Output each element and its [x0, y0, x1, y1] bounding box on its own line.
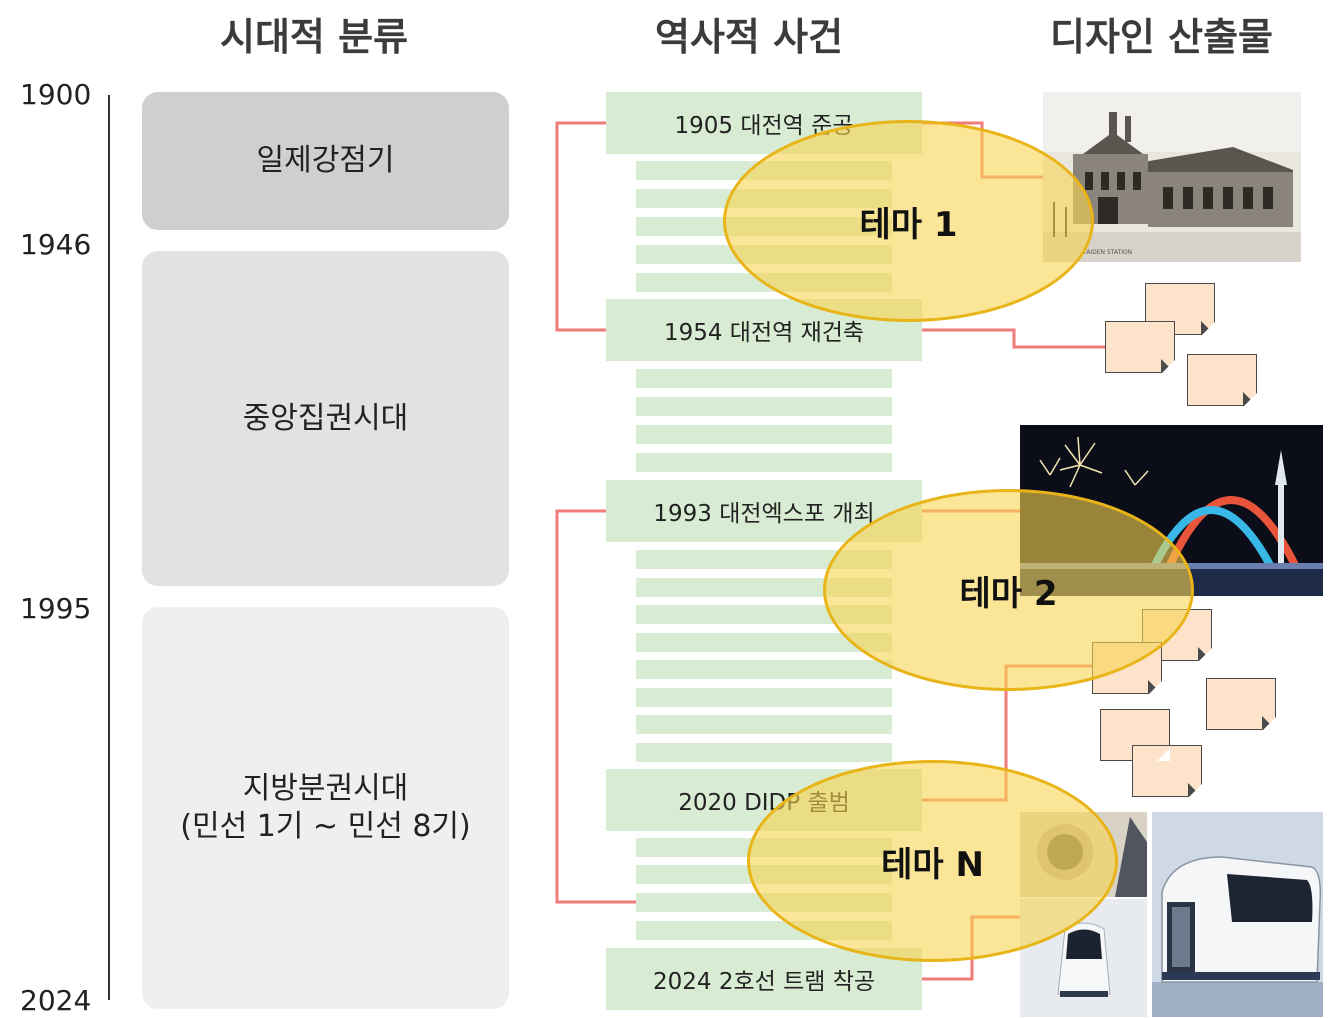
theme-1-highlight: 테마 1 [723, 120, 1094, 322]
event-bar [636, 425, 892, 444]
sticky-note-icon [1100, 709, 1170, 761]
sticky-note-icon [1206, 678, 1276, 730]
sticky-note-icon [1187, 354, 1257, 406]
year-label-2024: 2024 [20, 984, 92, 1017]
event-bar [636, 397, 892, 416]
era-block-decentralized: 지방분권시대 (민선 1기 ~ 민선 8기) [142, 607, 509, 1009]
year-label-1946: 1946 [20, 228, 92, 261]
event-bar [636, 369, 892, 388]
year-label-1995: 1995 [20, 592, 92, 625]
svg-text:TAIDEN STATION: TAIDEN STATION [1082, 249, 1132, 256]
header-era-classification: 시대적 분류 [220, 15, 409, 59]
event-bar [636, 633, 892, 652]
theme-2-highlight: 테마 2 [823, 489, 1194, 691]
bracket-1993-2024 [555, 509, 636, 904]
tram-side-photo [1152, 812, 1323, 1017]
event-bar [636, 660, 892, 679]
event-2024: 2024 2호선 트램 착공 [606, 948, 922, 1010]
link-1954-notes [922, 328, 1106, 349]
event-bar [636, 688, 892, 707]
era-block-colonial: 일제강점기 [142, 92, 509, 230]
event-1993: 1993 대전엑스포 개최 [606, 480, 922, 542]
era-block-centralized: 중앙집권시대 [142, 251, 509, 586]
timeline-axis [108, 95, 110, 1000]
bracket-1905-1954 [555, 121, 606, 332]
event-bar [636, 715, 892, 734]
header-historical-events: 역사적 사건 [655, 15, 844, 59]
header-design-outputs: 디자인 산출물 [1050, 15, 1273, 59]
year-label-1900: 1900 [20, 78, 92, 111]
event-bar [636, 453, 892, 472]
event-bar [636, 743, 892, 762]
sticky-note-icon [1105, 321, 1175, 373]
theme-n-highlight: 테마 N [747, 760, 1118, 962]
